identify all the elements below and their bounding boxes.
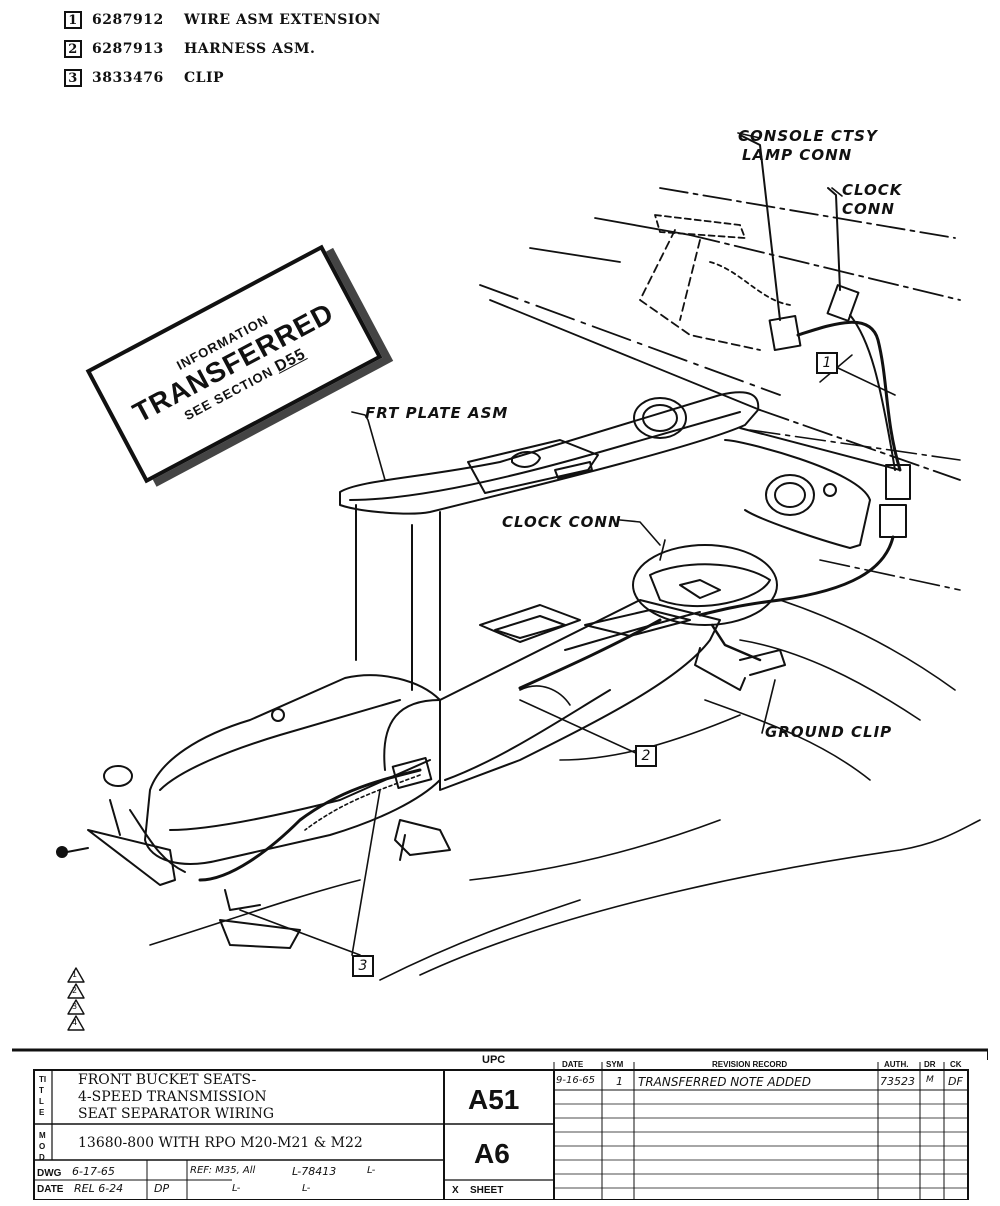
date-label: DATE: [37, 1184, 64, 1195]
leader-lines: [239, 132, 896, 956]
label-conn-top: CONN: [842, 200, 895, 218]
title-line-1: FRONT BUCKET SEATS-: [78, 1072, 257, 1088]
drawn-by: DP: [154, 1182, 170, 1195]
dwg-date: 6-17-65: [72, 1165, 115, 1178]
parts-list-row: 1 6287912 WIRE ASM EXTENSION: [64, 9, 381, 31]
wiring-diagram-drawing: [56, 132, 981, 1031]
rev-header-record: REVISION RECORD: [712, 1060, 788, 1069]
part-description: CLIP: [184, 70, 225, 86]
rev-triangle-2: 2: [72, 986, 78, 995]
title-block-frame: [12, 1048, 988, 1200]
side-mod-label: MOD: [39, 1131, 46, 1162]
parts-list-row: 2 6287913 HARNESS ASM.: [64, 38, 315, 60]
title-line-2: 4-SPEED TRANSMISSION: [78, 1089, 267, 1105]
part-number-box: 3: [64, 69, 82, 87]
ref-l-blank-2: L-: [232, 1183, 241, 1194]
dwg-label: DWG: [37, 1168, 62, 1179]
upc-code-a6: A6: [474, 1138, 510, 1169]
rev-auth: 73523: [880, 1075, 915, 1088]
label-clock-conn: CLOCK CONN: [502, 513, 622, 531]
parts-list-row: 3 3833476 CLIP: [64, 67, 224, 89]
callout-1: 1: [816, 352, 838, 374]
callout-2: 2: [635, 745, 657, 767]
ref-text: REF: M35, All: [190, 1165, 256, 1176]
rel-date: REL 6-24: [74, 1182, 124, 1195]
upc-code-a51: A51: [468, 1084, 520, 1115]
front-plate-assembly: [339, 391, 901, 691]
part-number: 6287913: [92, 41, 164, 57]
sheet-check: X: [452, 1185, 459, 1196]
rev-ck: DF: [948, 1075, 963, 1088]
rev-header-auth: AUTH.: [884, 1060, 909, 1069]
part-description: HARNESS ASM.: [184, 41, 316, 57]
rev-triangle-4: 4: [72, 1018, 78, 1027]
floor-contours: [149, 429, 981, 981]
label-lamp-conn: LAMP CONN: [742, 146, 853, 164]
rev-sym: 1: [616, 1075, 623, 1088]
ref-number: L-78413: [292, 1165, 337, 1178]
ref-l-blank-3: L-: [302, 1183, 311, 1194]
part-number-box: 2: [64, 40, 82, 58]
console-base: [144, 544, 778, 865]
rev-header-sym: SYM: [606, 1060, 624, 1069]
rev-header-dr: DR: [924, 1060, 936, 1069]
callout-3: 3: [352, 955, 374, 977]
part-number-box: 1: [64, 11, 82, 29]
part-number: 3833476: [92, 70, 164, 86]
upc-label: UPC: [482, 1054, 506, 1066]
rev-date: 9-16-65: [556, 1075, 596, 1086]
lower-harness: [198, 756, 451, 949]
label-ground-clip: GROUND CLIP: [765, 723, 893, 741]
label-frt-plate-asm: FRT PLATE ASM: [365, 404, 509, 422]
latch-assembly: [56, 765, 186, 886]
rev-triangle-1: 1: [72, 970, 78, 979]
rev-header-ck: CK: [950, 1060, 962, 1069]
dash-outline: [479, 187, 961, 481]
upper-harness: [698, 134, 911, 617]
side-title-label: TITLE: [39, 1075, 47, 1117]
rev-record: TRANSFERRED NOTE ADDED: [638, 1075, 811, 1089]
rev-dr: M: [926, 1075, 934, 1085]
title-line-3: SEAT SEPARATOR WIRING: [78, 1106, 275, 1122]
ref-l-blank-1: L-: [367, 1165, 376, 1176]
title-block: TITLE MOD FRONT BUCKET SEATS- 4-SPEED TR…: [12, 1046, 988, 1200]
label-clock-top: CLOCK: [842, 181, 903, 199]
sheet-label: SHEET: [470, 1185, 504, 1196]
model-line: 13680-800 WITH RPO M20-M21 & M22: [78, 1135, 363, 1151]
label-console-ctsy: CONSOLE CTSY: [738, 127, 878, 145]
rev-triangle-3: 3: [72, 1002, 78, 1011]
part-number: 6287912: [92, 12, 164, 28]
rev-header-date: DATE: [562, 1060, 584, 1069]
revision-triangles: [67, 967, 85, 1031]
ground-clip-part: [694, 623, 786, 691]
part-description: WIRE ASM EXTENSION: [184, 12, 381, 28]
